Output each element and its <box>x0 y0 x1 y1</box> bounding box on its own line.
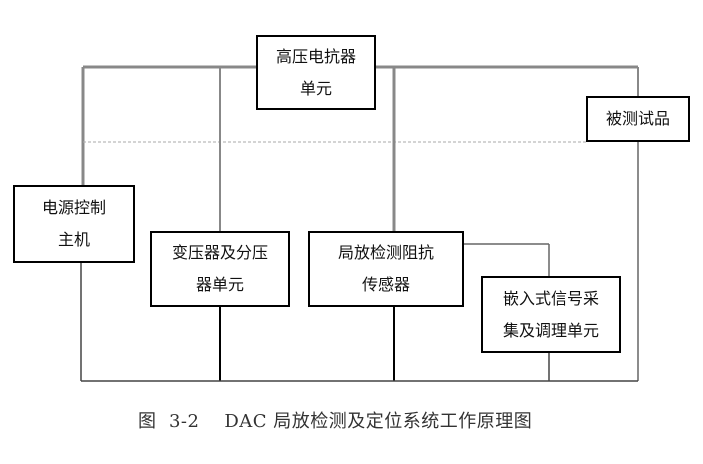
figure-caption: 图 3-2 DAC 局放检测及定位系统工作原理图 <box>138 407 532 433</box>
transformer-label-1: 变压器及分压 <box>171 243 268 262</box>
pd-impedance-label-1: 局放检测阻抗 <box>337 243 434 262</box>
power-control-label-2: 主机 <box>57 230 90 249</box>
figure-number: 图 3-2 <box>138 411 200 432</box>
signal-unit-label-1: 嵌入式信号采 <box>502 288 599 308</box>
hv-reactor-label-1: 高压电抗器 <box>275 46 356 66</box>
figure-title: DAC 局放检测及定位系统工作原理图 <box>224 411 533 432</box>
test-object-label: 被测试品 <box>605 109 670 128</box>
power-control-label-1: 电源控制 <box>41 198 106 217</box>
hv-reactor-box: 高压电抗器单元 <box>256 35 376 110</box>
test-object-box: 被测试品 <box>586 96 690 142</box>
pd-impedance-label-2: 传感器 <box>361 275 410 294</box>
signal-unit-box: 嵌入式信号采集及调理单元 <box>481 276 621 353</box>
pd-impedance-box: 局放检测阻抗传感器 <box>308 231 464 307</box>
hv-reactor-label-2: 单元 <box>299 78 332 98</box>
transformer-box: 变压器及分压器单元 <box>150 231 290 307</box>
signal-unit-label-2: 集及调理单元 <box>502 320 599 340</box>
power-control-box: 电源控制主机 <box>13 185 135 263</box>
transformer-label-2: 器单元 <box>195 275 244 294</box>
